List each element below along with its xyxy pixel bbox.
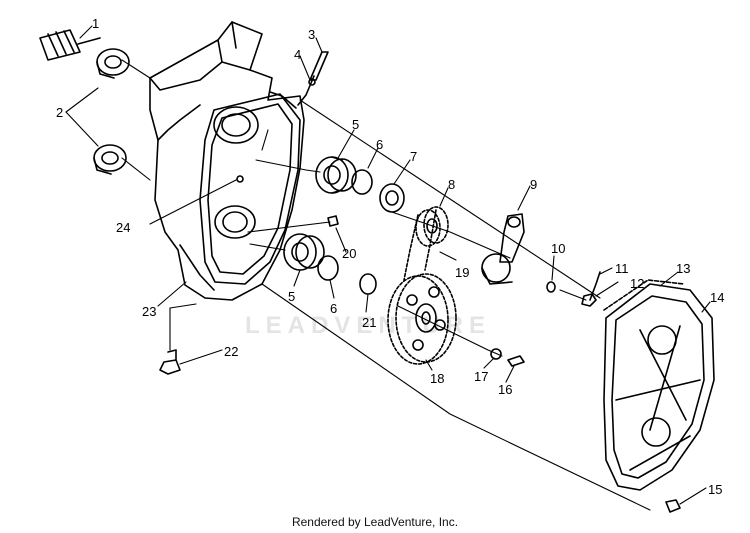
callout-24: 24	[116, 220, 131, 235]
part-6-ring-lower	[317, 255, 339, 281]
callout-20: 20	[342, 246, 357, 261]
part-15-bolt	[665, 499, 681, 513]
part-9-tensioner	[481, 213, 525, 285]
part-22-plug	[159, 349, 181, 375]
part-6-ring-upper	[351, 169, 373, 195]
part-11-pin	[589, 271, 601, 301]
callout-22: 22	[224, 344, 239, 359]
part-12-nut	[581, 293, 597, 307]
callout-11: 11	[615, 261, 629, 276]
callout-21: 21	[362, 315, 377, 330]
footer-credit: Rendered by LeadVenture, Inc.	[291, 515, 459, 529]
part-19-chain	[403, 209, 437, 281]
part-1-shaft	[39, 29, 101, 61]
part-14-cover	[603, 283, 715, 491]
callout-7: 7	[410, 149, 418, 164]
callout-4: 4	[294, 47, 302, 62]
callout-13: 13	[676, 261, 691, 276]
leader-lines	[65, 25, 711, 505]
part-20-plug	[327, 215, 339, 227]
callout-5: 5	[352, 117, 360, 132]
callout-16: 16	[498, 382, 513, 397]
callout-23: 23	[142, 304, 157, 319]
part-3-bolt	[297, 51, 329, 106]
part-5-bearing-upper	[315, 156, 357, 194]
callout-12: 12	[630, 276, 645, 291]
callout-19: 19	[455, 265, 470, 280]
callout-3: 3	[308, 27, 316, 42]
part-21-spacer	[359, 273, 377, 295]
part-18-gear	[387, 273, 457, 365]
part-23-chaincase	[149, 21, 305, 301]
part-17-washer	[490, 348, 502, 360]
callout-9: 9	[530, 177, 538, 192]
part-10-washer	[546, 281, 556, 293]
callout-18: 18	[430, 371, 445, 386]
callout-6: 6	[376, 137, 384, 152]
part-2-seals	[93, 48, 130, 175]
part-8-sprocket	[415, 206, 449, 247]
callout-17: 17	[474, 369, 489, 384]
assembly-lines	[121, 59, 651, 511]
callout-10: 10	[551, 241, 566, 256]
part-16-bolt	[507, 355, 525, 367]
callout-15: 15	[708, 482, 723, 497]
callout-14: 14	[710, 290, 725, 305]
callout-5-lower: 5	[288, 289, 296, 304]
callout-8: 8	[448, 177, 456, 192]
part-13-gasket	[603, 279, 685, 311]
callout-6-lower: 6	[330, 301, 338, 316]
part-7-spacer	[379, 183, 405, 213]
callout-1: 1	[92, 16, 100, 31]
callout-2: 2	[56, 105, 64, 120]
